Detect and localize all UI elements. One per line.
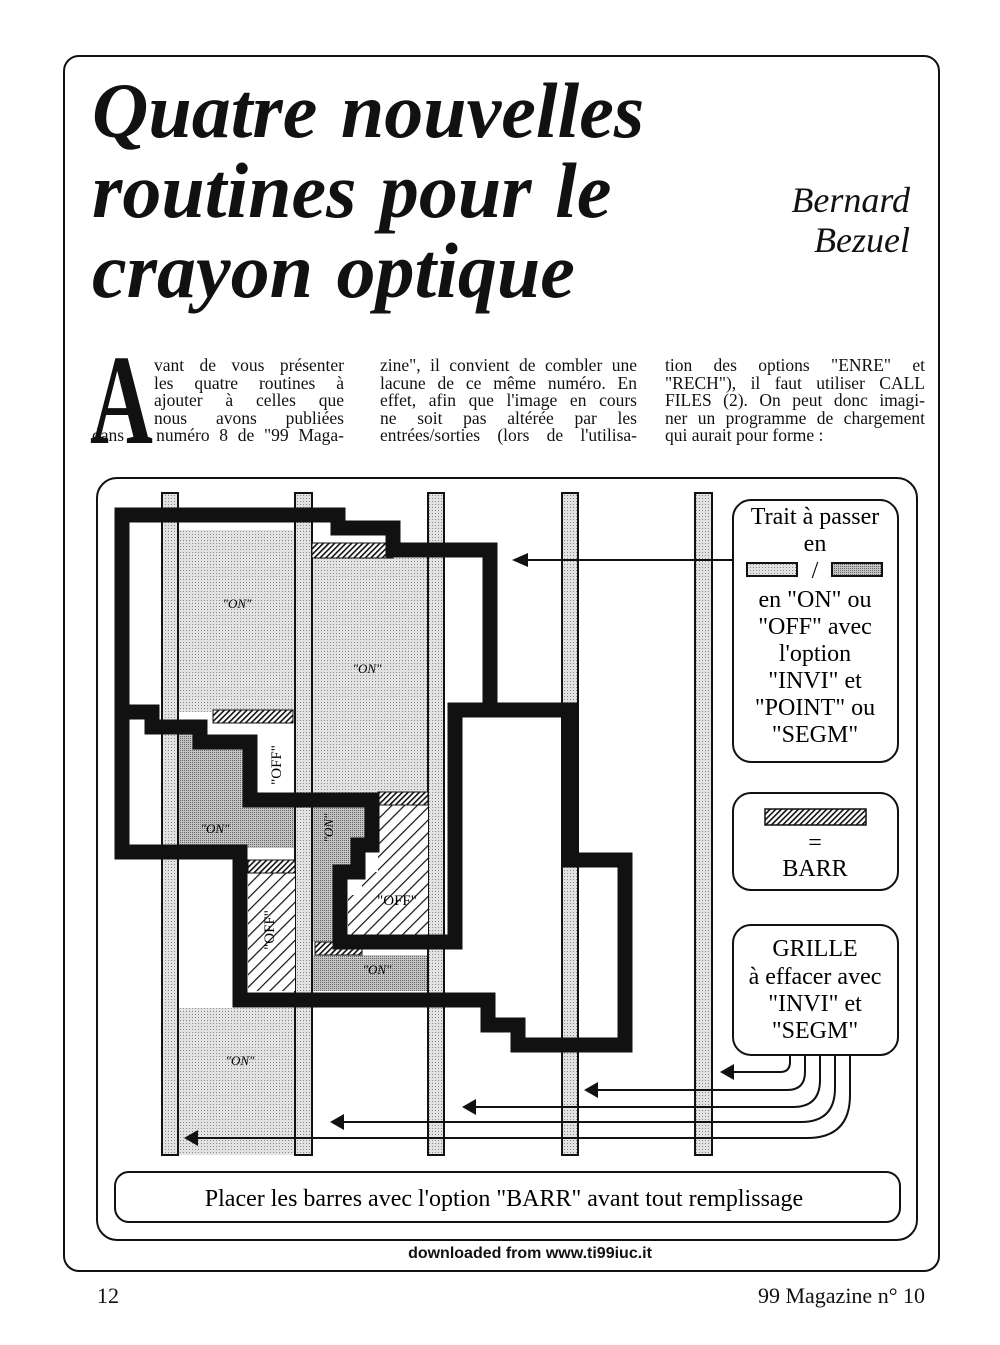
text-line: nous avons publiées bbox=[154, 407, 344, 428]
light-swatch bbox=[746, 562, 798, 577]
author-last-name: Bezuel bbox=[814, 220, 910, 260]
text-line: tion des options "ENRE" et bbox=[665, 355, 925, 375]
text-line: FILES (2). On peut donc imagi- bbox=[665, 390, 925, 411]
barr-swatch bbox=[764, 808, 867, 826]
text-line: lacune de ce même numéro. En bbox=[380, 372, 637, 393]
text-line: ner un programme de chargement bbox=[665, 407, 925, 428]
legend-text: "SEGM" bbox=[772, 1018, 858, 1044]
legend-grille-box bbox=[732, 924, 899, 1056]
legend-text: "INVI" et bbox=[768, 991, 862, 1017]
on-region bbox=[312, 558, 428, 800]
text-line: entrées/sorties (lors de l'utilisa- bbox=[380, 425, 637, 446]
on-label: "ON" bbox=[223, 596, 253, 611]
text-line: dans le numéro 8 de "99 Maga- bbox=[92, 425, 344, 446]
legend-text: = bbox=[808, 830, 822, 856]
title-line-1: Quatre nouvelles bbox=[92, 67, 645, 154]
legend-text: BARR bbox=[782, 856, 847, 882]
off-region bbox=[348, 805, 428, 940]
on-region bbox=[312, 955, 428, 991]
caption-box bbox=[114, 1171, 901, 1223]
page-number: 12 bbox=[97, 1283, 119, 1308]
legend-text: "POINT" ou bbox=[755, 695, 875, 721]
arrow-head-icon bbox=[512, 553, 528, 567]
text-line: qui aurait pour forme : bbox=[665, 425, 824, 446]
off-region bbox=[258, 735, 294, 795]
on-label: "ON" bbox=[201, 821, 231, 836]
grid-strips bbox=[161, 492, 713, 1156]
off-label: "OFF" bbox=[262, 910, 278, 950]
magazine-issue: 99 Magazine n° 10 bbox=[757, 1283, 925, 1308]
article-column-3: tion des options "ENRE" et"RECH"), il fa… bbox=[665, 355, 925, 446]
legend-text: en bbox=[804, 531, 827, 557]
text-line: ajouter à celles que bbox=[154, 390, 344, 411]
outline-shape bbox=[114, 507, 633, 1053]
legend-text: Trait à passer bbox=[751, 504, 879, 530]
title-line-3: crayon optique bbox=[92, 227, 575, 314]
grille-arrows bbox=[193, 1055, 851, 1139]
text-line: vant de vous présenter bbox=[154, 355, 344, 375]
on-label: "ON" bbox=[226, 1053, 256, 1068]
off-region bbox=[248, 873, 295, 991]
on-label: "ON" bbox=[321, 813, 336, 843]
title-line-2: routines pour le bbox=[92, 147, 612, 234]
page-border bbox=[63, 55, 940, 1272]
off-label: "OFF" bbox=[269, 745, 285, 785]
dark-swatch bbox=[831, 562, 883, 577]
text-line: les quatre routines à bbox=[154, 372, 344, 393]
arrow-head-icon bbox=[184, 1064, 734, 1146]
drop-cap: A bbox=[90, 329, 153, 471]
diagram-caption: Placer les barres avec l'option "BARR" a… bbox=[205, 1186, 803, 1212]
text-line: zine", il convient de combler une bbox=[380, 355, 637, 375]
on-region bbox=[178, 530, 295, 712]
author-first-name: Bernard bbox=[791, 180, 910, 220]
legend-text: "SEGM" bbox=[772, 722, 858, 748]
legend-text: "OFF" avec bbox=[758, 614, 872, 640]
text-line: "RECH"), il faut utiliser CALL bbox=[665, 372, 925, 393]
text-line: ne soit pas altérée par les bbox=[380, 407, 637, 428]
on-label: "ON" bbox=[353, 661, 383, 676]
legend-text: à effacer avec bbox=[749, 964, 882, 990]
legend-text: l'option bbox=[779, 641, 851, 667]
on-label: "ON" bbox=[363, 962, 393, 977]
legend-text: en "ON" ou bbox=[759, 587, 872, 613]
legend-text: "INVI" et bbox=[768, 668, 862, 694]
off-label: "OFF" bbox=[377, 893, 417, 909]
legend-text: GRILLE bbox=[772, 936, 857, 962]
text-line: effet, afin que l'image en cours bbox=[380, 390, 637, 411]
download-notice: downloaded from www.ti99iuc.it bbox=[408, 1245, 652, 1262]
legend-text: / bbox=[812, 558, 819, 584]
